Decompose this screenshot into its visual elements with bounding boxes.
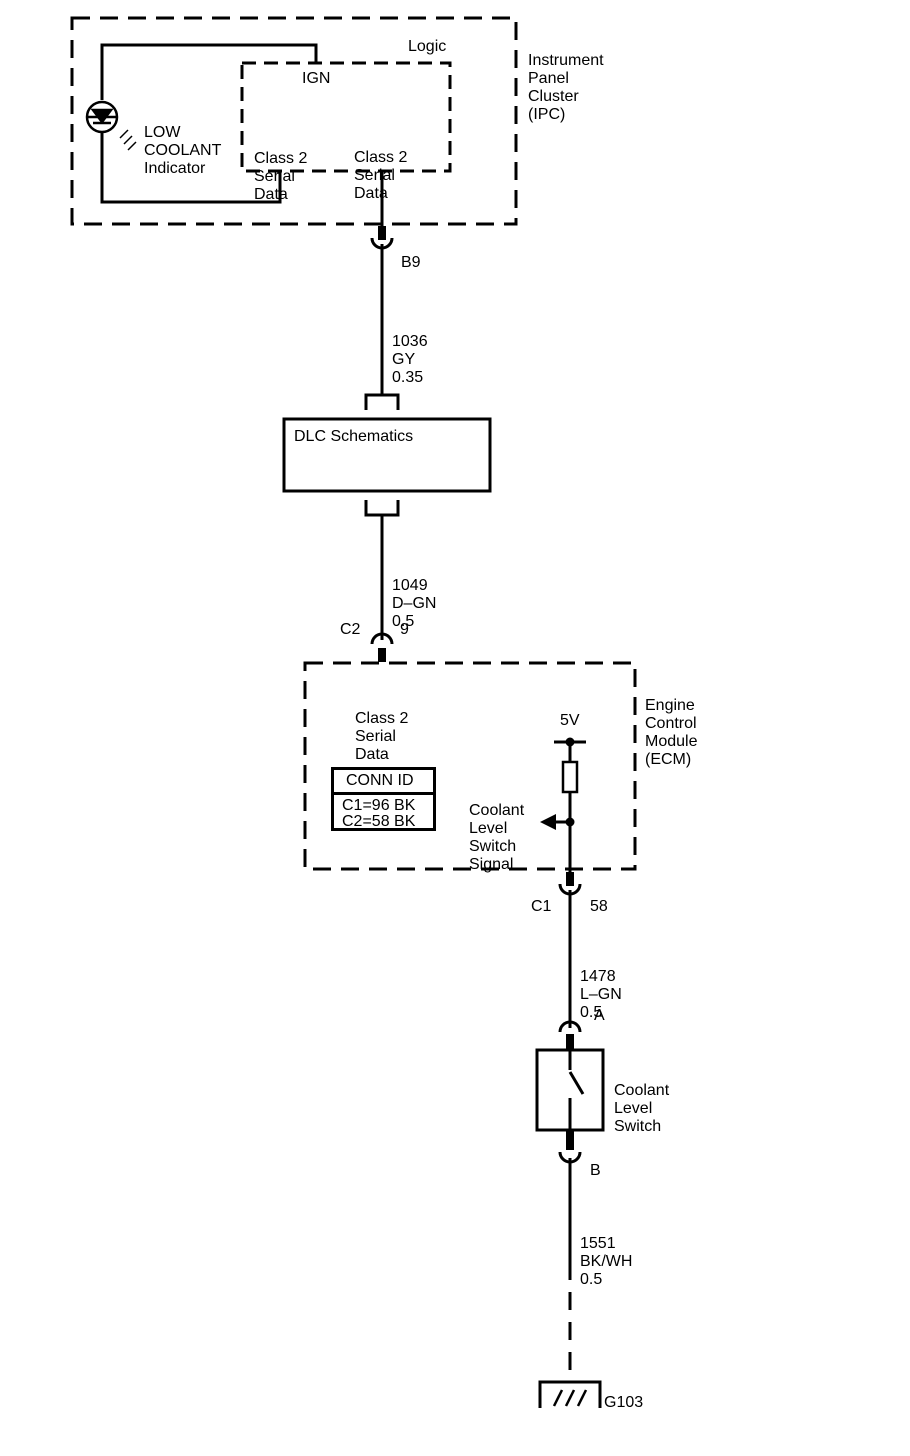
ipc-boundary <box>70 16 518 226</box>
led-indicator-icon <box>85 100 137 151</box>
coolant-level-switch-icon <box>535 1048 605 1132</box>
dlc-top-stub <box>364 393 400 410</box>
ground-g103-label: G103 <box>604 1394 644 1411</box>
connector-b9-label: B9 <box>401 254 421 271</box>
ign-label: IGN <box>302 70 331 87</box>
dlc-box <box>282 417 492 493</box>
connector-b-icon <box>558 1130 582 1382</box>
signal-arrow-icon <box>540 814 556 830</box>
conn-id-table: CONN ID C1=96 BK C2=58 BK <box>331 767 436 831</box>
conn-id-divider <box>334 792 433 795</box>
ground-icon <box>538 1380 602 1408</box>
ecm-voltage-label: 5V <box>560 712 580 729</box>
indicator-return-wire <box>100 132 282 204</box>
connector-c1-pin: 58 <box>590 898 608 915</box>
conn-id-row: C1=96 BK <box>342 797 416 814</box>
connector-c2-label: C2 <box>340 621 361 638</box>
connector-c1-label: C1 <box>531 898 552 915</box>
connector-c2-pin: 9 <box>400 621 409 638</box>
ign-wire <box>100 43 318 100</box>
pullup-circuit <box>540 737 586 880</box>
connector-a-label: A <box>594 1007 605 1024</box>
logic-boundary <box>240 61 452 173</box>
dlc-bottom-stub <box>364 500 400 517</box>
conn-id-row: C2=58 BK <box>342 813 416 830</box>
resistor-icon <box>561 760 579 794</box>
connector-c2-icon <box>370 632 394 662</box>
connector-b-label: B <box>590 1162 601 1179</box>
dlc-schematics-label[interactable]: DLC Schematics <box>294 428 414 445</box>
conn-id-title: CONN ID <box>346 772 414 789</box>
connector-c1-icon <box>558 872 582 1028</box>
ecm-boundary <box>303 661 637 871</box>
connector-b9-icon <box>370 226 394 395</box>
connector-a-icon <box>558 1020 582 1050</box>
logic-label: Logic <box>408 38 447 55</box>
